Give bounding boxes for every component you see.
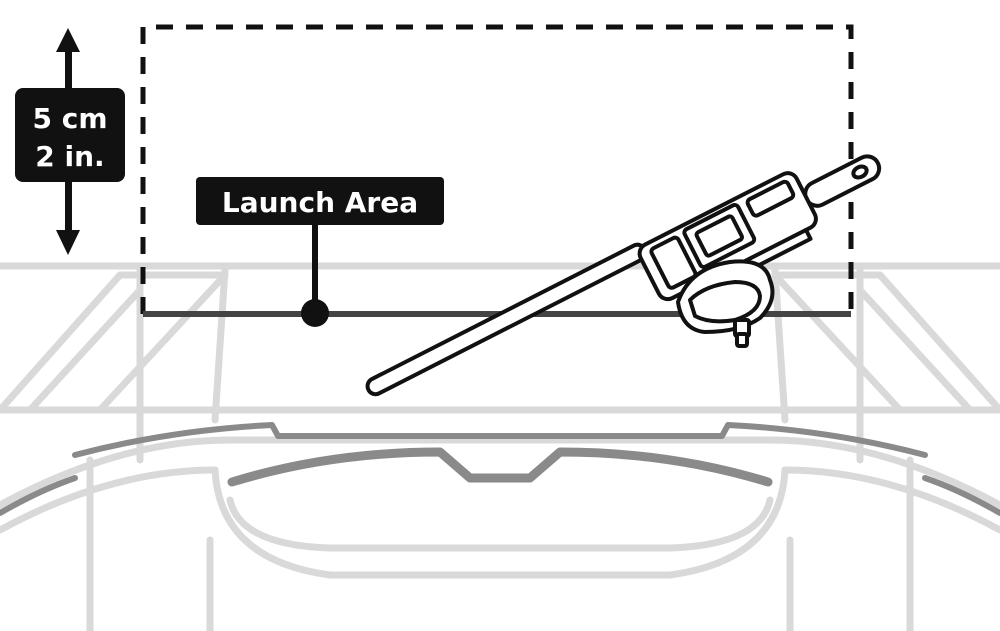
launcher-icon bbox=[365, 154, 882, 397]
top-icon bbox=[676, 259, 775, 348]
launch-area-label-text: Launch Area bbox=[222, 186, 418, 219]
stadium-outline bbox=[0, 262, 1000, 631]
height-arrow-icon bbox=[56, 28, 80, 255]
height-imperial-text: 2 in. bbox=[35, 140, 104, 173]
height-label-box bbox=[15, 88, 125, 182]
launch-area-boundary bbox=[140, 24, 854, 314]
stadium-rim bbox=[0, 422, 1000, 516]
height-label: 5 cm 2 in. bbox=[15, 88, 125, 182]
height-metric-text: 5 cm bbox=[32, 102, 107, 135]
launch-area-callout: Launch Area bbox=[196, 177, 444, 327]
launch-area-label-box bbox=[196, 177, 444, 225]
callout-dot bbox=[301, 299, 329, 327]
callout-stem bbox=[312, 224, 318, 310]
